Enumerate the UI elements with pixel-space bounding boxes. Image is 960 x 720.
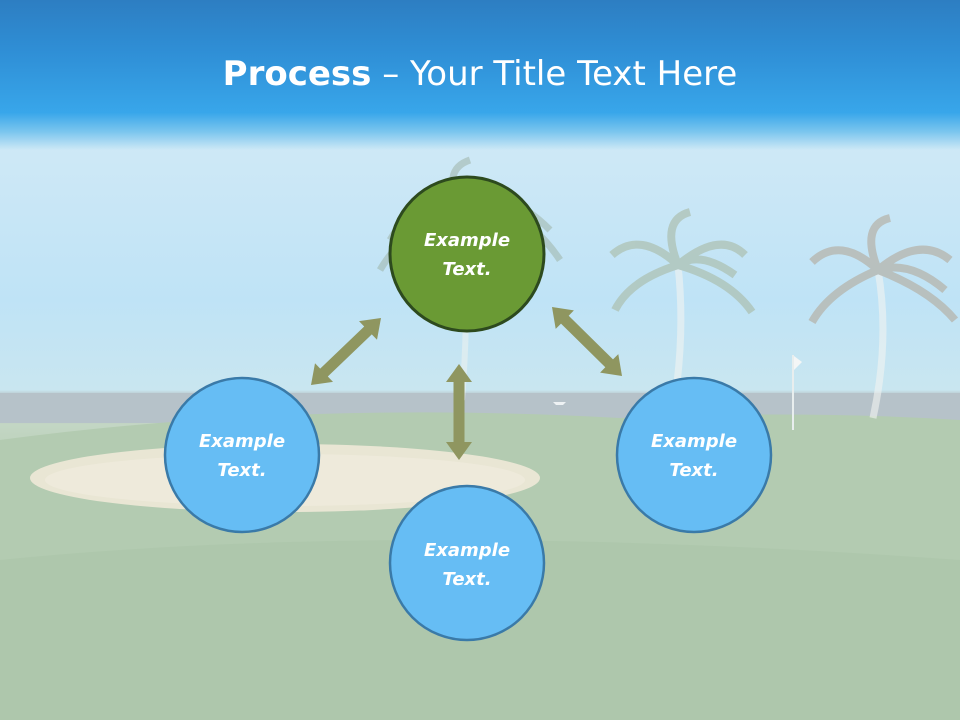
node-center-line2: Text.: [442, 259, 491, 280]
golf-flag: [792, 355, 802, 430]
node-bottom[interactable]: Example Text.: [388, 484, 546, 642]
node-bottom-line1: Example: [424, 540, 510, 561]
double-arrow-shape: [311, 318, 381, 385]
double-arrow-upper-left: [311, 318, 381, 385]
double-arrow-shape: [552, 307, 622, 376]
node-center-line1: Example: [424, 230, 510, 251]
double-arrow-shape: [446, 364, 472, 460]
node-center[interactable]: Example Text.: [388, 175, 546, 333]
title-rest: Your Title Text Here: [410, 54, 738, 94]
title-dash: –: [371, 54, 411, 94]
node-bottom-line2: Text.: [442, 569, 491, 590]
node-center-circle: [388, 175, 546, 333]
title-bar: [0, 0, 960, 150]
node-right-line2: Text.: [669, 460, 718, 481]
node-right-circle: [615, 376, 773, 534]
node-left[interactable]: Example Text.: [163, 376, 321, 534]
node-left-line1: Example: [199, 431, 285, 452]
node-right-line1: Example: [651, 431, 737, 452]
node-bottom-circle: [388, 484, 546, 642]
slide-title: Process – Your Title Text Here: [0, 52, 960, 96]
node-left-circle: [163, 376, 321, 534]
node-right[interactable]: Example Text.: [615, 376, 773, 534]
node-left-line2: Text.: [217, 460, 266, 481]
double-arrow-vertical: [446, 364, 472, 460]
double-arrow-upper-right: [552, 307, 622, 376]
boat: [553, 402, 566, 405]
title-bold: Process: [222, 54, 372, 94]
palm-tree-right: [808, 214, 959, 419]
